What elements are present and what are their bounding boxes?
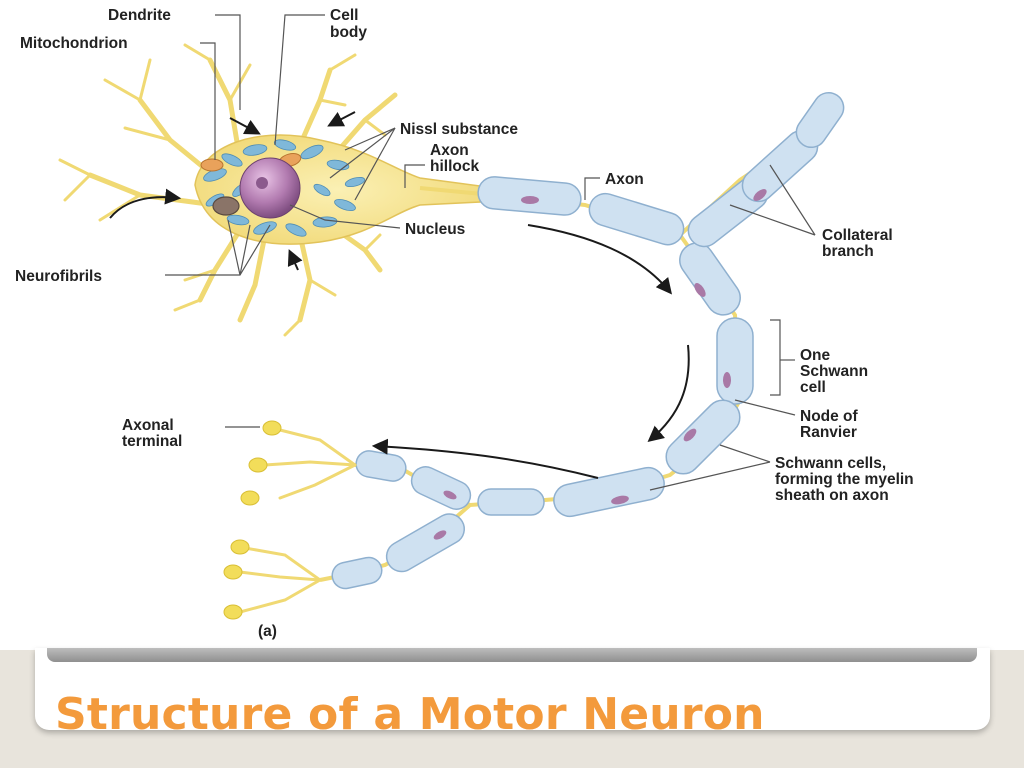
label-nucleus: Nucleus [405, 221, 465, 238]
figure-panel-label: (a) [258, 623, 277, 640]
label-one-schwann-cell-line2: Schwann [800, 363, 868, 380]
axon-hillock [419, 186, 483, 196]
label-schwann-cells-line1: Schwann cells, [775, 455, 886, 472]
label-axon: Axon [605, 171, 644, 188]
label-cell-body-line2: body [330, 24, 367, 41]
label-dendrite: Dendrite [108, 7, 171, 24]
label-schwann-cells-line2: forming the myelin [775, 471, 914, 488]
label-neurofibrils: Neurofibrils [15, 268, 102, 285]
label-nissl-substance: Nissl substance [400, 121, 518, 138]
label-collateral-branch-line2: branch [822, 243, 874, 260]
title-panel: Structure of a Motor Neuron [35, 648, 990, 740]
neuron-diagram: Dendrite Cell body Mitochondrion Nissl s… [15, 7, 914, 640]
myelinated-axon [319, 91, 845, 590]
label-cell-body-line1: Cell [330, 7, 358, 24]
impulse-arrows [109, 111, 690, 479]
label-axonal-terminal-line2: terminal [122, 433, 182, 450]
label-node-of-ranvier-line2: Ranvier [800, 424, 857, 441]
label-axon-hillock-line2: hillock [430, 158, 479, 175]
label-one-schwann-cell-line1: One [800, 347, 831, 364]
axonal-terminals [223, 420, 357, 620]
nucleus [239, 157, 301, 219]
neuron-figure: Dendrite Cell body Mitochondrion Nissl s… [0, 0, 1024, 650]
label-one-schwann-cell-line3: cell [800, 379, 826, 396]
dendrites [58, 43, 398, 337]
leader-lines [165, 14, 816, 491]
label-collateral-branch-line1: Collateral [822, 227, 893, 244]
decorative-bar [47, 648, 977, 662]
label-mitochondrion: Mitochondrion [20, 35, 128, 52]
label-axon-hillock-line1: Axon [430, 142, 469, 159]
label-axonal-terminal-line1: Axonal [122, 417, 174, 434]
slide-title: Structure of a Motor Neuron [55, 689, 765, 740]
label-schwann-cells-line3: sheath on axon [775, 487, 889, 504]
label-node-of-ranvier-line1: Node of [800, 408, 859, 425]
figure-labels: Dendrite Cell body Mitochondrion Nissl s… [15, 7, 914, 640]
